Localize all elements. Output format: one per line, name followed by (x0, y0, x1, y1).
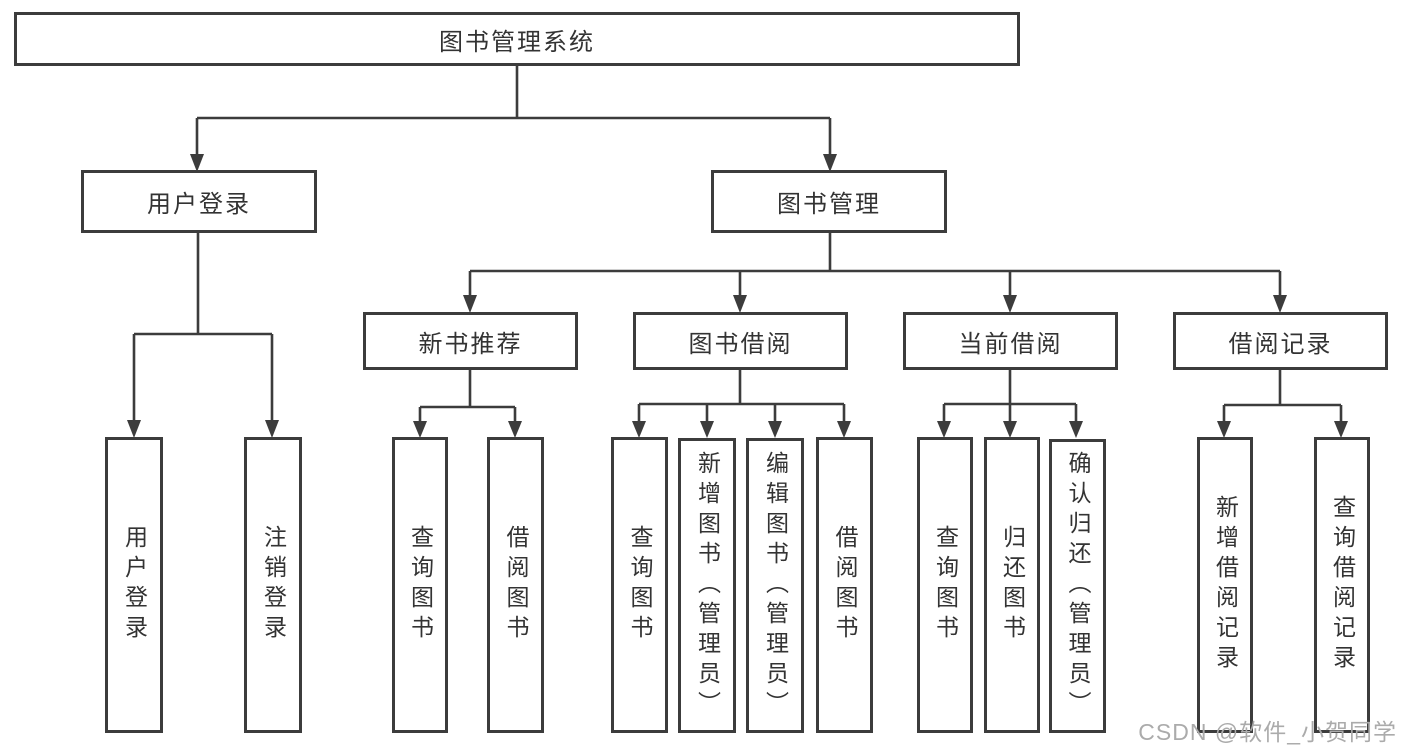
node-leaf-add-borrow-record: 新增借阅记录 (1197, 437, 1253, 733)
node-borrowing-records: 借阅记录 (1173, 312, 1388, 370)
node-current-borrowing: 当前借阅 (903, 312, 1118, 370)
node-leaf-borrow-books-borrowing: 借阅图书 (816, 437, 873, 733)
node-book-borrowing: 图书借阅 (633, 312, 848, 370)
node-leaf-edit-book-admin: 编辑图书（管理员） (746, 438, 804, 733)
node-leaf-borrow-books-recommend: 借阅图书 (487, 437, 544, 733)
node-new-book-recommend: 新书推荐 (363, 312, 578, 370)
node-leaf-query-borrow-record: 查询借阅记录 (1314, 437, 1370, 733)
node-leaf-query-books-borrowing: 查询图书 (611, 437, 668, 733)
connector-current-borrowing (937, 370, 1083, 438)
node-leaf-logout: 注销登录 (244, 437, 302, 733)
node-leaf-return-book: 归还图书 (984, 437, 1040, 733)
node-leaf-confirm-return-admin: 确认归还（管理员） (1049, 439, 1106, 733)
node-book-management: 图书管理 (711, 170, 947, 233)
node-user-login-branch: 用户登录 (81, 170, 317, 233)
connector-user-login-branch (127, 233, 279, 438)
connector-book-borrowing (632, 370, 851, 438)
csdn-watermark: CSDN @软件_小贺同学 (1138, 719, 1397, 745)
node-leaf-query-books-current: 查询图书 (917, 437, 973, 733)
connector-new-book-recommend (413, 370, 522, 438)
connector-book-management-to-level3 (463, 233, 1287, 313)
node-library-management-system: 图书管理系统 (14, 12, 1020, 66)
node-leaf-query-books-recommend: 查询图书 (392, 437, 448, 733)
node-leaf-user-login: 用户登录 (105, 437, 163, 733)
node-leaf-add-book-admin: 新增图书（管理员） (678, 438, 736, 733)
connector-root-to-level2 (190, 64, 837, 172)
connector-borrowing-records (1217, 370, 1348, 438)
